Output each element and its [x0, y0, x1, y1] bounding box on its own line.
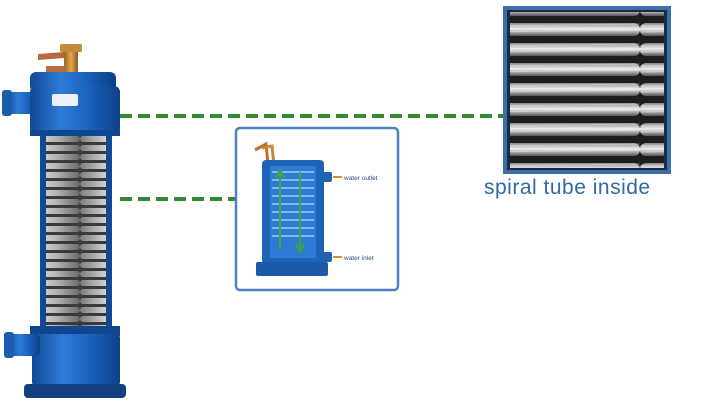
spiral-tube-caption: spiral tube inside	[484, 176, 651, 199]
spiral-tube-photo	[503, 6, 671, 174]
heat-exchanger-unit	[2, 44, 126, 398]
water-inlet-label: water inlet	[343, 255, 374, 262]
water-outlet-label: water outlet	[343, 175, 378, 182]
cutaway-inset: water outlet water inlet	[234, 126, 400, 292]
